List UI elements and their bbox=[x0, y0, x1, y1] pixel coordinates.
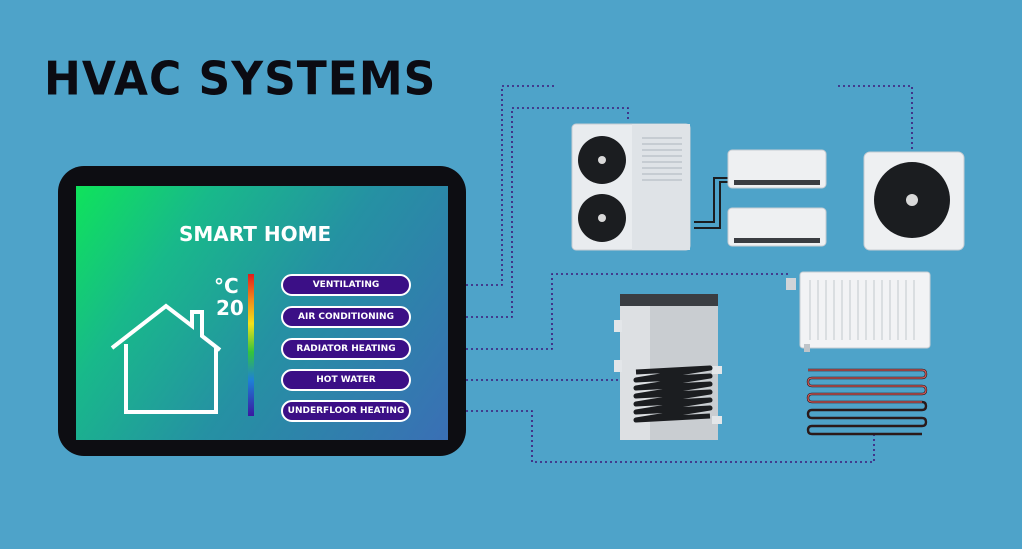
hot-water-cylinder-icon bbox=[614, 294, 722, 440]
air-conditioning-button[interactable]: AIR CONDITIONING bbox=[281, 306, 411, 328]
temperature-value: 20 bbox=[216, 296, 244, 320]
page-title: HVAC SYSTEMS bbox=[44, 52, 437, 107]
panel-radiator-icon bbox=[786, 271, 931, 352]
house-icon bbox=[110, 303, 222, 414]
ventilating-button[interactable]: VENTILATING bbox=[281, 274, 411, 296]
hot-water-button[interactable]: HOT WATER bbox=[281, 369, 411, 391]
smart-home-heading: SMART HOME bbox=[179, 222, 332, 246]
temperature-unit: °C bbox=[214, 274, 239, 298]
tablet-screen: SMART HOME °C 20 VENTILATING AIR CONDITI… bbox=[76, 186, 448, 440]
underfloor-heating-coil-icon bbox=[806, 368, 928, 436]
underfloor-heating-button[interactable]: UNDERFLOOR HEATING bbox=[281, 400, 411, 422]
outdoor-ac-unit-icon bbox=[571, 123, 691, 251]
radiator-heating-button[interactable]: RADIATOR HEATING bbox=[281, 338, 411, 360]
ventilation-fan-icon bbox=[863, 151, 965, 251]
smart-home-tablet: SMART HOME °C 20 VENTILATING AIR CONDITI… bbox=[58, 166, 466, 456]
temperature-scale-bar bbox=[248, 274, 254, 416]
wall-split-unit-icon bbox=[694, 149, 827, 247]
